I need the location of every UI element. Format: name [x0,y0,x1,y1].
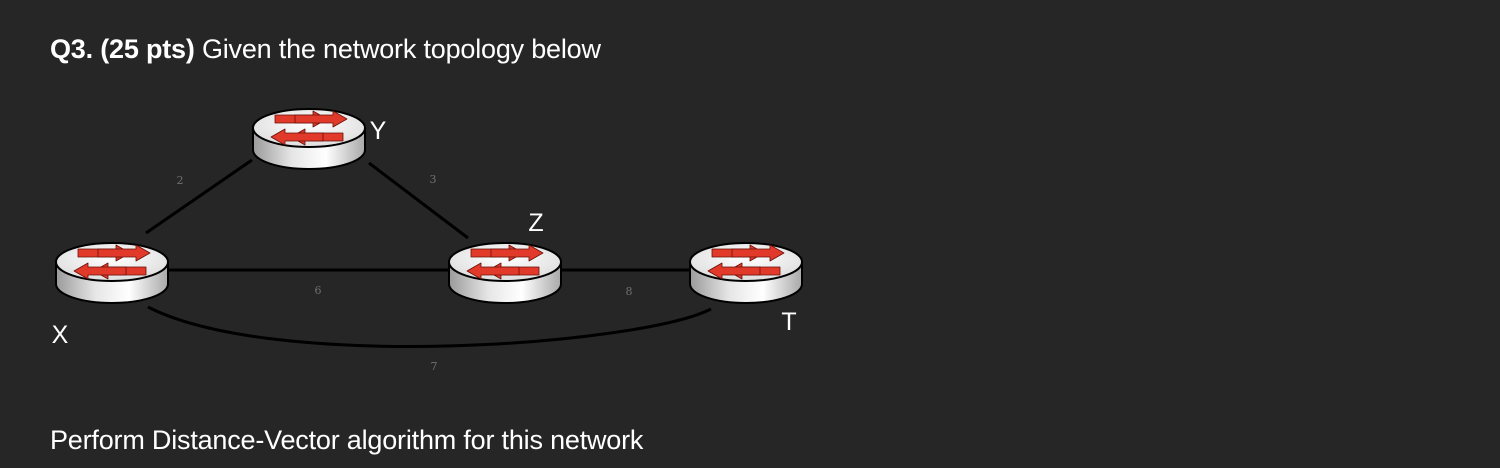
link-costs-layer: 2 3 6 8 7 [177,173,633,373]
link-cost-x-y: 2 [177,174,184,187]
router-icon-y [252,108,366,170]
router-icon-z [448,242,562,304]
router-icon-t [689,242,803,304]
node-label-t: T [781,308,796,336]
link-cost-z-t: 8 [626,285,633,298]
node-labels-layer: X Y Z T [52,117,797,349]
question-number: Q3. (25 pts) [50,34,195,64]
instruction-text: Perform Distance-Vector algorithm for th… [50,425,644,455]
question-heading: Q3. (25 pts) Given the network topology … [50,34,601,65]
link-cost-x-t: 7 [431,360,438,373]
links-layer [145,158,712,348]
node-label-z: Z [528,209,543,237]
node-label-x: X [52,321,69,349]
link-cost-y-z: 3 [430,173,437,186]
router-icon-x [55,242,169,304]
link-y-z [368,161,469,240]
link-x-t [147,305,712,348]
routers-layer [55,108,803,304]
link-cost-x-z: 6 [315,284,322,297]
node-label-y: Y [370,117,387,145]
link-x-y [145,158,253,235]
question-text: Given the network topology below [194,34,601,64]
